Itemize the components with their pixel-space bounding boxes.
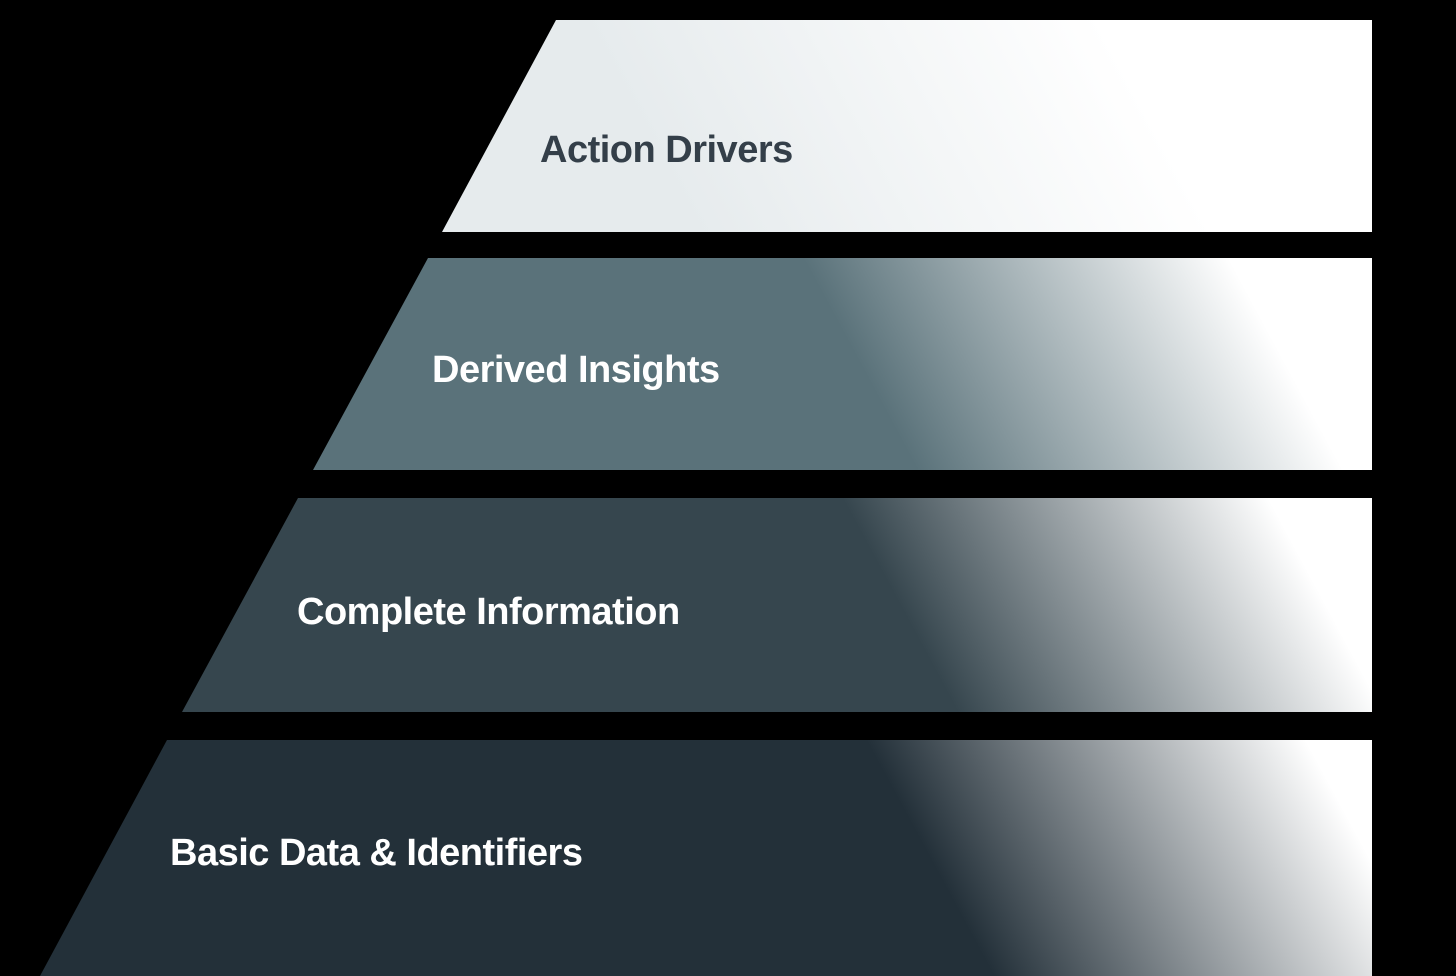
pyramid-level-3-label: Complete Information: [297, 591, 680, 633]
pyramid-level-4-shape: [40, 740, 1372, 976]
pyramid-level-2-shape: [313, 258, 1372, 470]
pyramid-level-1-shape: [442, 20, 1372, 232]
pyramid-level-1-label: Action Drivers: [540, 129, 793, 171]
pyramid-level-3-shape: [182, 498, 1372, 712]
pyramid-level-2-label: Derived Insights: [432, 349, 720, 391]
pyramid-level-4-label: Basic Data & Identifiers: [170, 832, 583, 874]
